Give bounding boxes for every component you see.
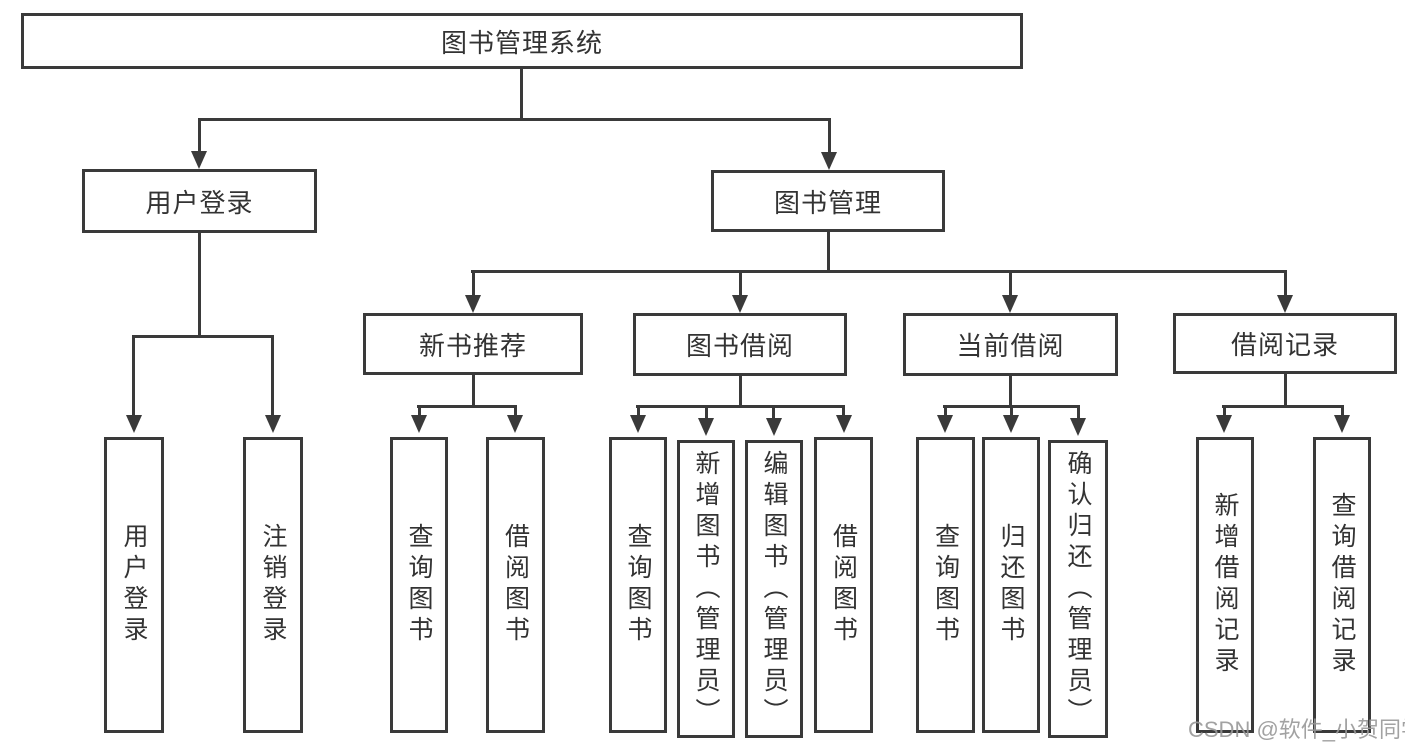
- arrowhead-br-query: [1334, 415, 1350, 433]
- node-book-borrow-label: 图书借阅: [685, 331, 794, 361]
- node-leaf-logout: 注销登录: [243, 437, 303, 733]
- watermark: CSDN @软件_小贺同学: [1188, 717, 1405, 742]
- arrowhead-bb-query: [630, 415, 646, 433]
- arrowhead-cb-return: [1003, 415, 1019, 433]
- connector-book-mgmt-drop: [828, 118, 831, 154]
- arrowhead-book-mgmt: [821, 152, 837, 170]
- connector-nb-query-drop: [418, 405, 421, 418]
- connector-book-borrow-stem: [739, 376, 742, 405]
- node-new-book-recommend: 新书推荐: [363, 313, 583, 375]
- arrowhead-bb-borrow: [836, 415, 852, 433]
- node-root: 图书管理系统: [21, 13, 1023, 69]
- node-leaf-cb-return-books: 归还图书: [982, 437, 1040, 733]
- connector-user-login-stem: [198, 233, 201, 335]
- connector-book-borrow-drop: [739, 270, 742, 297]
- arrowhead-book-borrow: [732, 295, 748, 313]
- arrowhead-nb-query: [411, 415, 427, 433]
- node-leaf-cb-query-books-label: 查询图书: [931, 523, 960, 647]
- connector-cb-return-drop: [1010, 405, 1013, 418]
- connector-borrow-records-bar: [1222, 405, 1343, 408]
- connector-cb-query-drop: [944, 405, 947, 418]
- node-current-borrow-label: 当前借阅: [956, 331, 1065, 361]
- node-leaf-cb-confirm-return-admin-label: 确认归还（管理员）: [1064, 449, 1092, 729]
- connector-root-stem: [520, 69, 523, 118]
- connector-cb-confirm-drop: [1077, 405, 1080, 418]
- node-leaf-nb-query-books-label: 查询图书: [405, 523, 433, 647]
- node-leaf-br-add-record: 新增借阅记录: [1196, 437, 1254, 733]
- node-book-management: 图书管理: [711, 170, 945, 232]
- arrowhead-new-book: [465, 295, 481, 313]
- connector-user-login-bar: [132, 335, 274, 338]
- node-borrow-records-label: 借阅记录: [1230, 330, 1339, 360]
- connector-book-mgmt-stem: [827, 232, 830, 270]
- connector-current-borrow-drop: [1009, 270, 1012, 297]
- node-leaf-user-login: 用户登录: [104, 437, 164, 733]
- node-leaf-bb-query-books-label: 查询图书: [624, 523, 652, 647]
- node-leaf-bb-borrow-books-label: 借阅图书: [829, 523, 858, 647]
- connector-new-book-drop: [472, 270, 475, 297]
- connector-book-borrow-bar: [636, 405, 845, 408]
- connector-level2-bar: [198, 118, 831, 121]
- node-leaf-cb-return-books-label: 归还图书: [997, 523, 1025, 647]
- node-new-book-recommend-label: 新书推荐: [418, 330, 527, 361]
- node-leaf-nb-borrow-books-label: 借阅图书: [501, 523, 530, 647]
- node-leaf-br-query-record-label: 查询借阅记录: [1328, 492, 1356, 678]
- node-book-borrow: 图书借阅: [633, 313, 847, 376]
- node-current-borrow: 当前借阅: [903, 313, 1118, 376]
- node-leaf-cb-confirm-return-admin: 确认归还（管理员）: [1048, 440, 1108, 738]
- connector-bb-edit-drop: [772, 405, 775, 418]
- node-leaf-bb-edit-books-admin: 编辑图书（管理员）: [745, 440, 803, 738]
- node-leaf-bb-borrow-books: 借阅图书: [814, 437, 873, 733]
- node-leaf-bb-edit-books-admin-label: 编辑图书（管理员）: [760, 449, 788, 729]
- connector-nb-borrow-drop: [514, 405, 517, 418]
- node-leaf-nb-borrow-books: 借阅图书: [486, 437, 545, 733]
- node-leaf-cb-query-books: 查询图书: [916, 437, 975, 733]
- arrowhead-bb-add: [698, 418, 714, 436]
- connector-bb-add-drop: [705, 405, 708, 418]
- node-leaf-logout-label: 注销登录: [259, 523, 287, 647]
- node-user-login: 用户登录: [82, 169, 317, 233]
- node-leaf-br-add-record-label: 新增借阅记录: [1211, 492, 1239, 678]
- connector-level3-bar: [471, 270, 1287, 273]
- node-leaf-bb-query-books: 查询图书: [609, 437, 667, 733]
- connector-user-login-drop: [198, 118, 201, 153]
- arrowhead-cb-confirm: [1070, 418, 1086, 436]
- connector-current-borrow-stem: [1009, 376, 1012, 405]
- node-user-login-label: 用户登录: [145, 187, 254, 218]
- connector-leaf-logout-drop: [271, 335, 274, 416]
- connector-leaf-login-drop: [132, 335, 135, 416]
- arrowhead-br-add: [1216, 415, 1232, 433]
- connector-bb-borrow-drop: [842, 405, 845, 418]
- arrowhead-user-login: [191, 151, 207, 169]
- node-leaf-bb-add-books-admin: 新增图书（管理员）: [677, 440, 735, 738]
- arrowhead-cb-query: [937, 415, 953, 433]
- connector-bb-query-drop: [637, 405, 640, 418]
- connector-new-book-stem: [472, 375, 475, 405]
- connector-borrow-records-drop: [1284, 270, 1287, 297]
- arrowhead-leaf-login: [126, 415, 142, 433]
- arrowhead-current-borrow: [1002, 295, 1018, 313]
- connector-br-add-drop: [1223, 405, 1226, 418]
- connector-borrow-records-stem: [1284, 374, 1287, 405]
- arrowhead-leaf-logout: [265, 415, 281, 433]
- node-leaf-bb-add-books-admin-label: 新增图书（管理员）: [692, 449, 720, 729]
- node-root-label: 图书管理系统: [440, 27, 603, 58]
- node-leaf-br-query-record: 查询借阅记录: [1313, 437, 1371, 733]
- node-leaf-nb-query-books: 查询图书: [390, 437, 448, 733]
- arrowhead-nb-borrow: [507, 415, 523, 433]
- arrowhead-bb-edit: [766, 418, 782, 436]
- connector-new-book-bar: [417, 405, 517, 408]
- node-borrow-records: 借阅记录: [1173, 313, 1397, 374]
- connector-br-query-drop: [1341, 405, 1344, 418]
- node-book-management-label: 图书管理: [773, 187, 882, 218]
- node-leaf-user-login-label: 用户登录: [120, 523, 148, 647]
- arrowhead-borrow-records: [1277, 295, 1293, 313]
